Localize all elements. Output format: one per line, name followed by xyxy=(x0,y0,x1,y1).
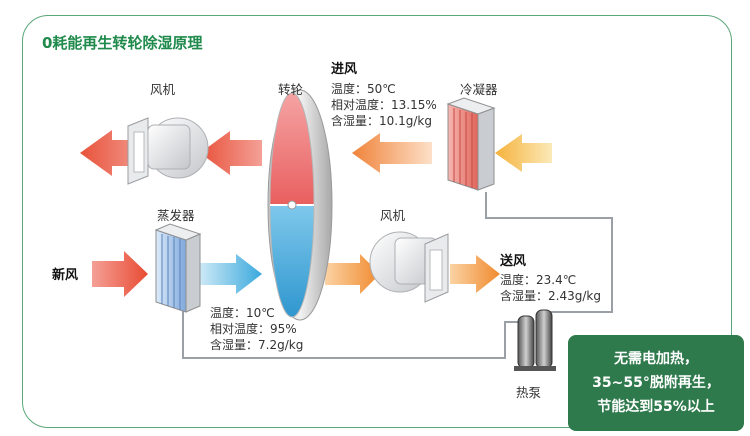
top-fan-icon xyxy=(127,117,209,185)
inlet-temp: 温度：50℃ xyxy=(331,82,396,96)
refrigerant-pipe-condenser xyxy=(485,192,613,313)
wheel-label: 转轮 xyxy=(278,82,304,97)
callout-line-1: 无需电加热， xyxy=(614,351,698,367)
inlet-arrow-to-condenser xyxy=(495,134,552,172)
process-arrow-to-fan xyxy=(325,254,380,294)
evaporator-coil-icon xyxy=(154,223,202,313)
supply-air-label: 送风 xyxy=(500,254,527,269)
desiccant-wheel xyxy=(267,89,333,321)
mid-fan-label: 风机 xyxy=(380,208,406,223)
supply-arrow xyxy=(450,255,500,293)
evaporator-label: 蒸发器 xyxy=(157,208,195,223)
callout-line-3: 节能达到55%以上 xyxy=(597,399,715,415)
inlet-air-label: 进风 xyxy=(331,62,358,77)
regen-arrow-to-wheel xyxy=(352,133,432,173)
supply-temp: 温度：23.4℃ xyxy=(500,273,577,287)
supply-moisture: 含湿量：2.43g/kg xyxy=(500,289,601,303)
inlet-moisture: 含湿量：10.1g/kg xyxy=(331,114,432,128)
condenser-label: 冷凝器 xyxy=(460,82,498,97)
fresh-temp: 温度：10℃ xyxy=(210,306,275,320)
fresh-moisture: 含湿量：7.2g/kg xyxy=(210,338,304,352)
fresh-rh: 相对温度：95% xyxy=(210,322,297,336)
process-arrow-to-wheel xyxy=(200,254,262,294)
regen-arrow-to-fan xyxy=(200,131,262,175)
callout-line-2: 35~55°脱附再生， xyxy=(592,375,720,391)
energy-saving-callout: 无需电加热， 35~55°脱附再生， 节能达到55%以上 xyxy=(568,335,744,431)
fresh-air-label: 新风 xyxy=(52,268,79,283)
refrigerant-pipe-evaporator xyxy=(182,300,520,359)
page-title: 0耗能再生转轮除湿原理 xyxy=(42,34,203,52)
condenser-coil-icon xyxy=(446,97,496,191)
mid-fan-icon xyxy=(369,231,449,303)
heat-pump-icon xyxy=(514,309,556,371)
fresh-air-arrow xyxy=(92,251,148,297)
inlet-rh: 相对温度：13.15% xyxy=(331,98,437,112)
heat-pump-label: 热泵 xyxy=(516,385,542,400)
top-fan-label: 风机 xyxy=(150,82,176,97)
